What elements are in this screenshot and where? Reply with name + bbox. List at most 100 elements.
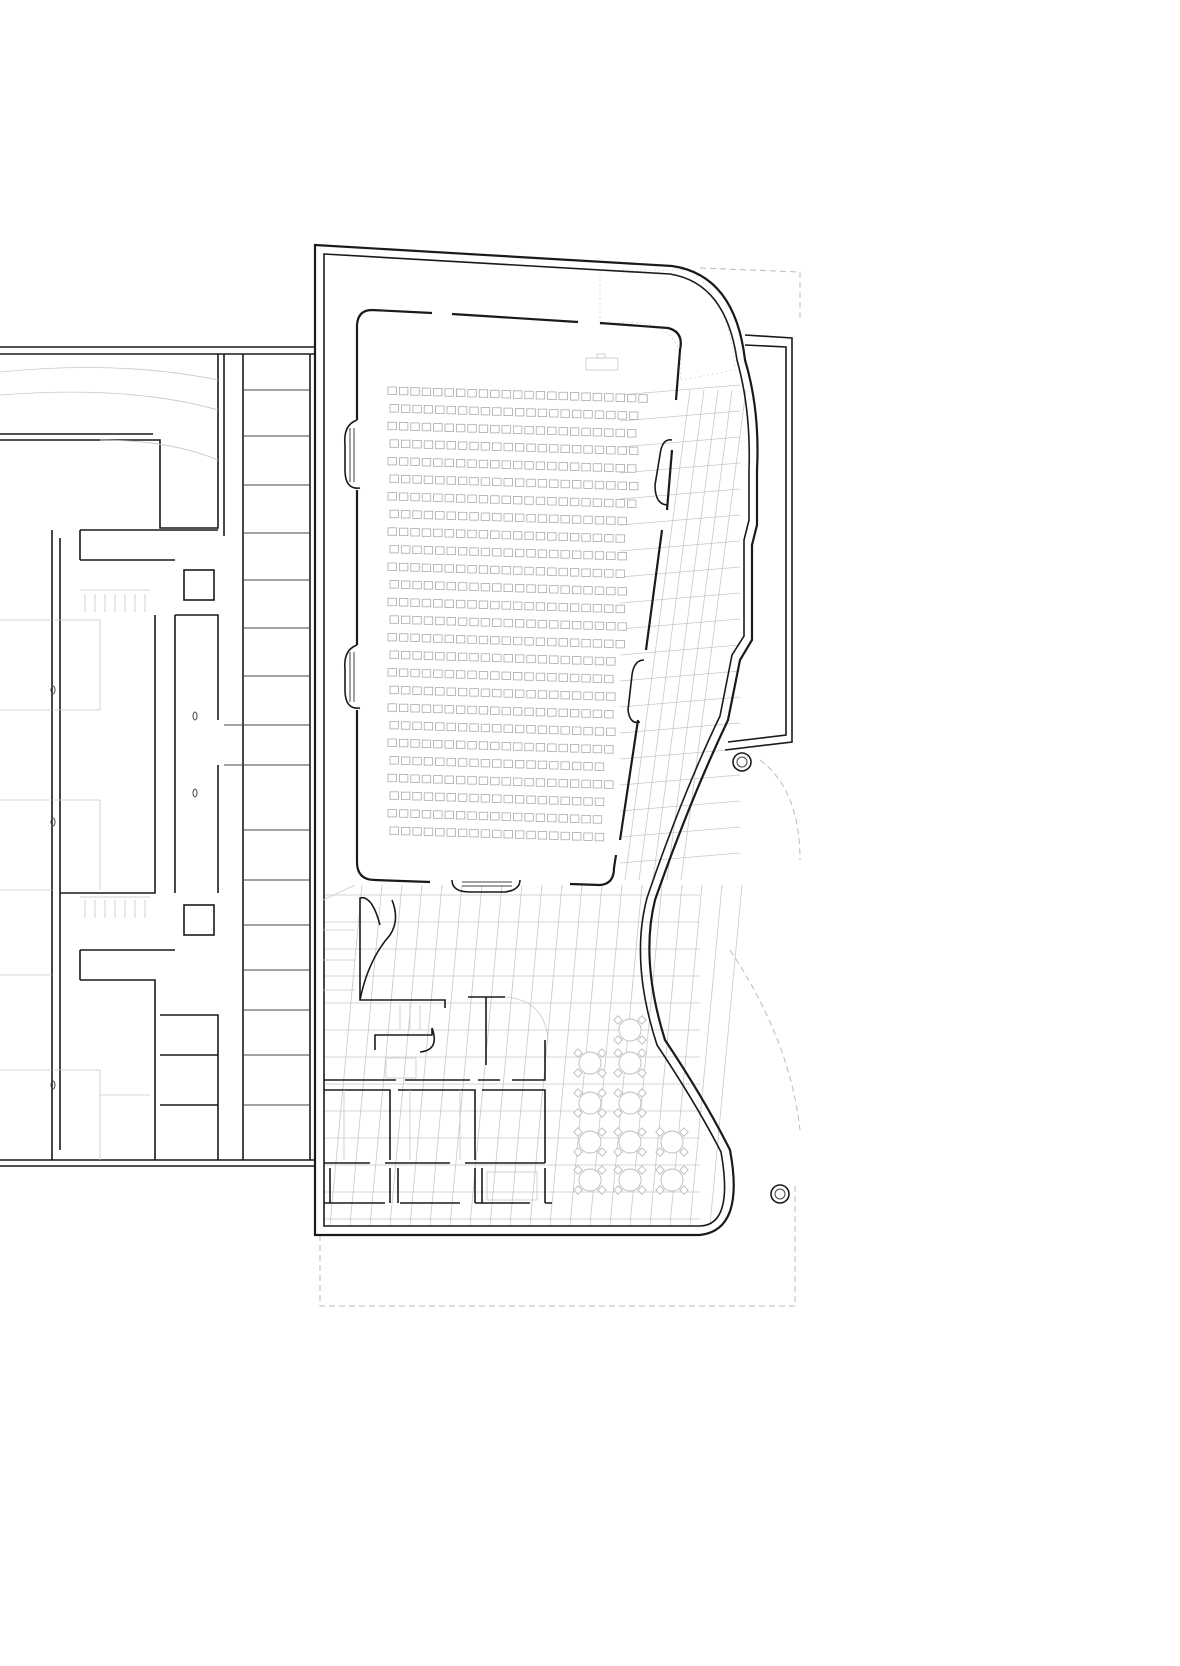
seat — [423, 510, 434, 520]
seat — [410, 563, 420, 572]
seat — [524, 602, 534, 611]
seat — [412, 651, 422, 660]
seat — [398, 703, 409, 713]
seat — [467, 741, 477, 750]
seat — [583, 726, 593, 736]
seat — [480, 512, 491, 521]
seat — [617, 587, 627, 596]
seat — [467, 670, 477, 679]
paving-line — [509, 884, 543, 1226]
seat — [604, 639, 614, 648]
seat — [457, 582, 468, 591]
seat — [469, 441, 479, 451]
seat — [615, 604, 625, 614]
seat — [457, 406, 468, 415]
seat — [480, 406, 491, 416]
seat — [435, 511, 445, 520]
seat — [604, 604, 614, 613]
seat — [558, 532, 568, 541]
seat — [492, 829, 502, 839]
cafe-table — [573, 1165, 607, 1195]
seat — [480, 653, 491, 662]
seat — [547, 426, 557, 436]
seat — [421, 598, 432, 608]
seat — [457, 758, 468, 767]
seat — [444, 564, 454, 573]
seat — [503, 548, 513, 557]
paving-line — [619, 852, 741, 864]
cafe-table — [613, 1015, 647, 1045]
seat — [435, 792, 445, 802]
seat — [526, 690, 536, 699]
seat — [526, 619, 536, 628]
paving-line — [549, 884, 583, 1226]
paving-line — [619, 410, 741, 422]
seat — [501, 636, 511, 645]
paving-line — [619, 462, 741, 474]
seat — [570, 709, 580, 718]
seat — [560, 515, 570, 524]
seat — [537, 443, 548, 453]
seat — [615, 534, 625, 543]
seat — [594, 832, 605, 842]
seat — [423, 616, 434, 625]
seat — [515, 689, 525, 698]
paving-line — [638, 389, 705, 881]
seat — [503, 583, 513, 592]
seat — [617, 411, 627, 420]
seat — [570, 497, 580, 507]
seat — [400, 791, 411, 801]
paving-line — [589, 884, 623, 1226]
seat — [490, 495, 500, 504]
seat — [592, 744, 603, 754]
seat — [572, 797, 582, 806]
seat — [503, 442, 513, 452]
seat — [423, 440, 434, 449]
seat — [467, 600, 477, 609]
seat — [594, 797, 605, 806]
seat — [515, 724, 525, 734]
seat — [455, 459, 466, 468]
seat — [433, 669, 443, 678]
seat — [549, 761, 559, 770]
seat — [558, 462, 568, 471]
seat — [387, 386, 397, 395]
seat — [526, 654, 536, 664]
seat — [446, 476, 456, 485]
seat — [524, 637, 534, 646]
seat — [467, 565, 477, 574]
cafe-table — [655, 1127, 689, 1157]
seat — [423, 827, 434, 836]
seat — [535, 672, 546, 682]
seat — [513, 601, 523, 610]
seat — [478, 600, 489, 609]
seat — [581, 814, 591, 824]
seat — [492, 724, 502, 733]
seat — [435, 440, 445, 450]
seat — [455, 564, 466, 573]
seat — [547, 497, 557, 506]
seat — [400, 615, 411, 625]
seat — [467, 776, 477, 785]
seat — [583, 480, 593, 489]
seat — [410, 633, 420, 642]
seat — [537, 690, 548, 699]
seat — [526, 514, 536, 523]
seat — [547, 391, 557, 400]
seat — [400, 650, 411, 660]
seat — [537, 760, 548, 770]
seat — [444, 423, 454, 432]
seat — [412, 475, 422, 484]
seat — [524, 707, 534, 716]
seat — [606, 481, 616, 490]
seat — [410, 809, 420, 818]
seat — [469, 406, 479, 415]
seat — [604, 780, 614, 789]
seat — [629, 481, 639, 491]
seat — [389, 791, 399, 800]
seat — [478, 424, 489, 433]
seat — [515, 513, 525, 522]
cafe-table — [613, 1088, 647, 1118]
seat — [572, 444, 582, 454]
seat — [398, 598, 409, 607]
